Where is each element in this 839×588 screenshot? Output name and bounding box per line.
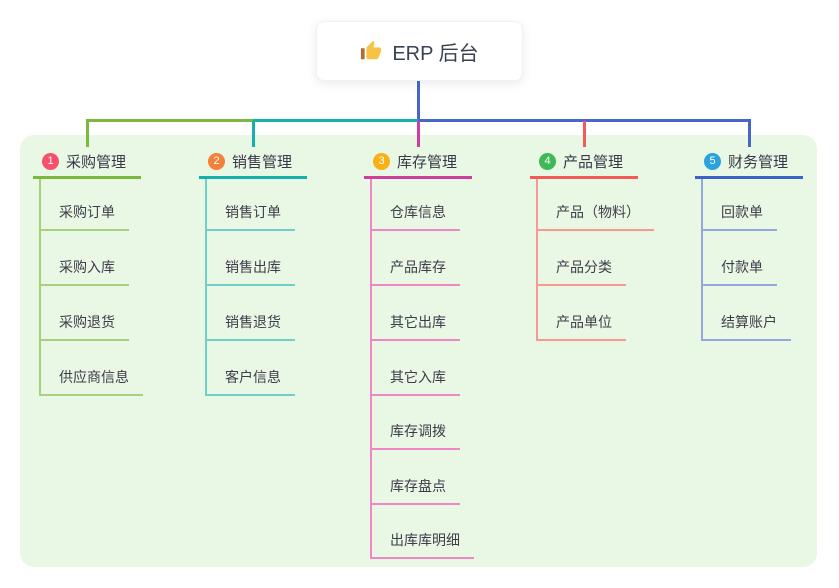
node-product-material[interactable]: 产品（物料） [536, 197, 654, 231]
node-label: 出库库明细 [390, 532, 460, 548]
node-label: 产品分类 [556, 259, 612, 275]
node-product-stock[interactable]: 产品库存 [370, 252, 460, 286]
node-sales-order[interactable]: 销售订单 [205, 197, 295, 231]
branch-number-badge: 3 [373, 152, 390, 170]
branch-title-purchase[interactable]: 1 采购管理 [33, 146, 141, 179]
node-other-outbound[interactable]: 其它出库 [370, 307, 460, 341]
branch-title-sales[interactable]: 2 销售管理 [199, 146, 307, 179]
drop-line-sales [252, 121, 255, 147]
subtree-line [536, 179, 538, 341]
node-product-unit[interactable]: 产品单位 [536, 307, 626, 341]
subtree-line [205, 179, 207, 396]
branch-sales: 2 销售管理 销售订单 销售出库 销售退货 客户信息 [199, 146, 359, 396]
node-purchase-order[interactable]: 采购订单 [39, 197, 129, 231]
node-label: 其它入库 [390, 369, 446, 385]
node-stock-check[interactable]: 库存盘点 [370, 471, 460, 505]
root-title: ERP 后台 [392, 42, 479, 65]
node-customer-info[interactable]: 客户信息 [205, 362, 295, 396]
drop-line-finance [748, 119, 751, 147]
node-product-category[interactable]: 产品分类 [536, 252, 626, 286]
node-supplier-info[interactable]: 供应商信息 [39, 362, 143, 396]
node-payment-bill[interactable]: 付款单 [701, 252, 777, 286]
node-label: 产品（物料） [556, 204, 640, 220]
branch-number-badge: 5 [704, 152, 721, 170]
node-label: 结算账户 [721, 314, 777, 330]
node-other-inbound[interactable]: 其它入库 [370, 362, 460, 396]
root-connector-line [417, 80, 420, 120]
node-label: 产品单位 [556, 314, 612, 330]
node-label: 销售退货 [225, 314, 281, 330]
node-label: 其它出库 [390, 314, 446, 330]
branch-label: 库存管理 [397, 153, 458, 171]
branch-inventory: 3 库存管理 仓库信息 产品库存 其它出库 其它入库 库存调拨 库存盘点 出库库… [364, 146, 524, 559]
node-sales-outbound[interactable]: 销售出库 [205, 252, 295, 286]
branch-number-badge: 4 [539, 152, 556, 170]
node-label: 供应商信息 [59, 369, 129, 385]
node-purchase-return[interactable]: 采购退货 [39, 307, 129, 341]
branch-number-badge: 2 [208, 152, 225, 170]
node-stock-transfer[interactable]: 库存调拨 [370, 416, 460, 450]
node-label: 采购退货 [59, 314, 115, 330]
branch-product: 4 产品管理 产品（物料） 产品分类 产品单位 [530, 146, 690, 341]
drop-line-purchase [86, 121, 89, 147]
branch-purchase: 1 采购管理 采购订单 采购入库 采购退货 供应商信息 [33, 146, 193, 396]
thumbs-up-icon [360, 40, 382, 62]
node-label: 产品库存 [390, 259, 446, 275]
branch-number-badge: 1 [42, 152, 59, 170]
subtree-line [701, 179, 703, 341]
subtree-line [370, 179, 372, 559]
bus-segment-purchase [86, 119, 255, 122]
branch-label: 采购管理 [66, 153, 127, 171]
node-label: 采购订单 [59, 204, 115, 220]
node-label: 库存盘点 [390, 478, 446, 494]
branch-finance: 5 财务管理 回款单 付款单 结算账户 [695, 146, 839, 341]
node-label: 库存调拨 [390, 423, 446, 439]
node-outbound-detail[interactable]: 出库库明细 [370, 525, 474, 559]
branch-title-inventory[interactable]: 3 库存管理 [364, 146, 472, 179]
branch-label: 产品管理 [563, 153, 624, 171]
branch-label: 销售管理 [232, 153, 293, 171]
node-label: 销售出库 [225, 259, 281, 275]
node-purchase-inbound[interactable]: 采购入库 [39, 252, 129, 286]
node-label: 销售订单 [225, 204, 281, 220]
node-sales-return[interactable]: 销售退货 [205, 307, 295, 341]
bus-segment-sales [253, 119, 418, 122]
node-label: 付款单 [721, 259, 763, 275]
drop-line-inventory [417, 121, 420, 147]
node-label: 仓库信息 [390, 204, 446, 220]
subtree-line [39, 179, 41, 396]
node-label: 回款单 [721, 204, 763, 220]
branch-title-finance[interactable]: 5 财务管理 [695, 146, 803, 179]
drop-line-product [583, 121, 586, 147]
branches-panel [20, 135, 817, 567]
node-settlement-account[interactable]: 结算账户 [701, 307, 791, 341]
node-warehouse-info[interactable]: 仓库信息 [370, 197, 460, 231]
branch-label: 财务管理 [728, 153, 789, 171]
node-label: 客户信息 [225, 369, 281, 385]
bus-segment-right [418, 119, 751, 122]
root-node[interactable]: ERP 后台 [316, 21, 523, 81]
branch-title-product[interactable]: 4 产品管理 [530, 146, 638, 179]
node-label: 采购入库 [59, 259, 115, 275]
node-receipt-bill[interactable]: 回款单 [701, 197, 777, 231]
